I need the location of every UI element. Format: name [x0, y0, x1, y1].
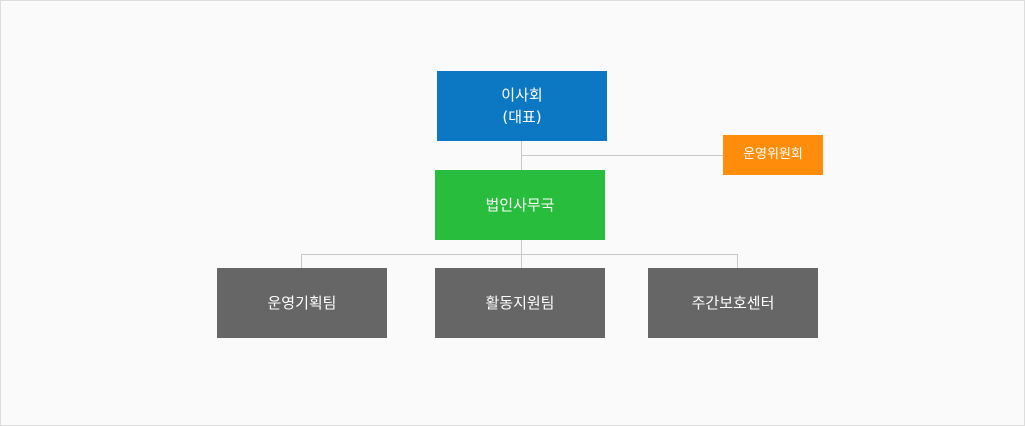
team-node-planning: 운영기획팀: [217, 268, 387, 338]
connector-team-bus: [301, 254, 738, 255]
team-node-daycare: 주간보호센터: [648, 268, 818, 338]
connector-team-2: [521, 254, 522, 268]
committee-node: 운영위원회: [723, 135, 823, 175]
connector-team-3: [737, 254, 738, 268]
team-node-support: 활동지원팀: [435, 268, 605, 338]
secretariat-node: 법인사무국: [435, 170, 605, 240]
connector-secretariat-teams: [521, 240, 522, 254]
board-node: 이사회 (대표): [437, 71, 607, 141]
connector-team-1: [301, 254, 302, 268]
connector-committee-branch: [521, 155, 723, 156]
